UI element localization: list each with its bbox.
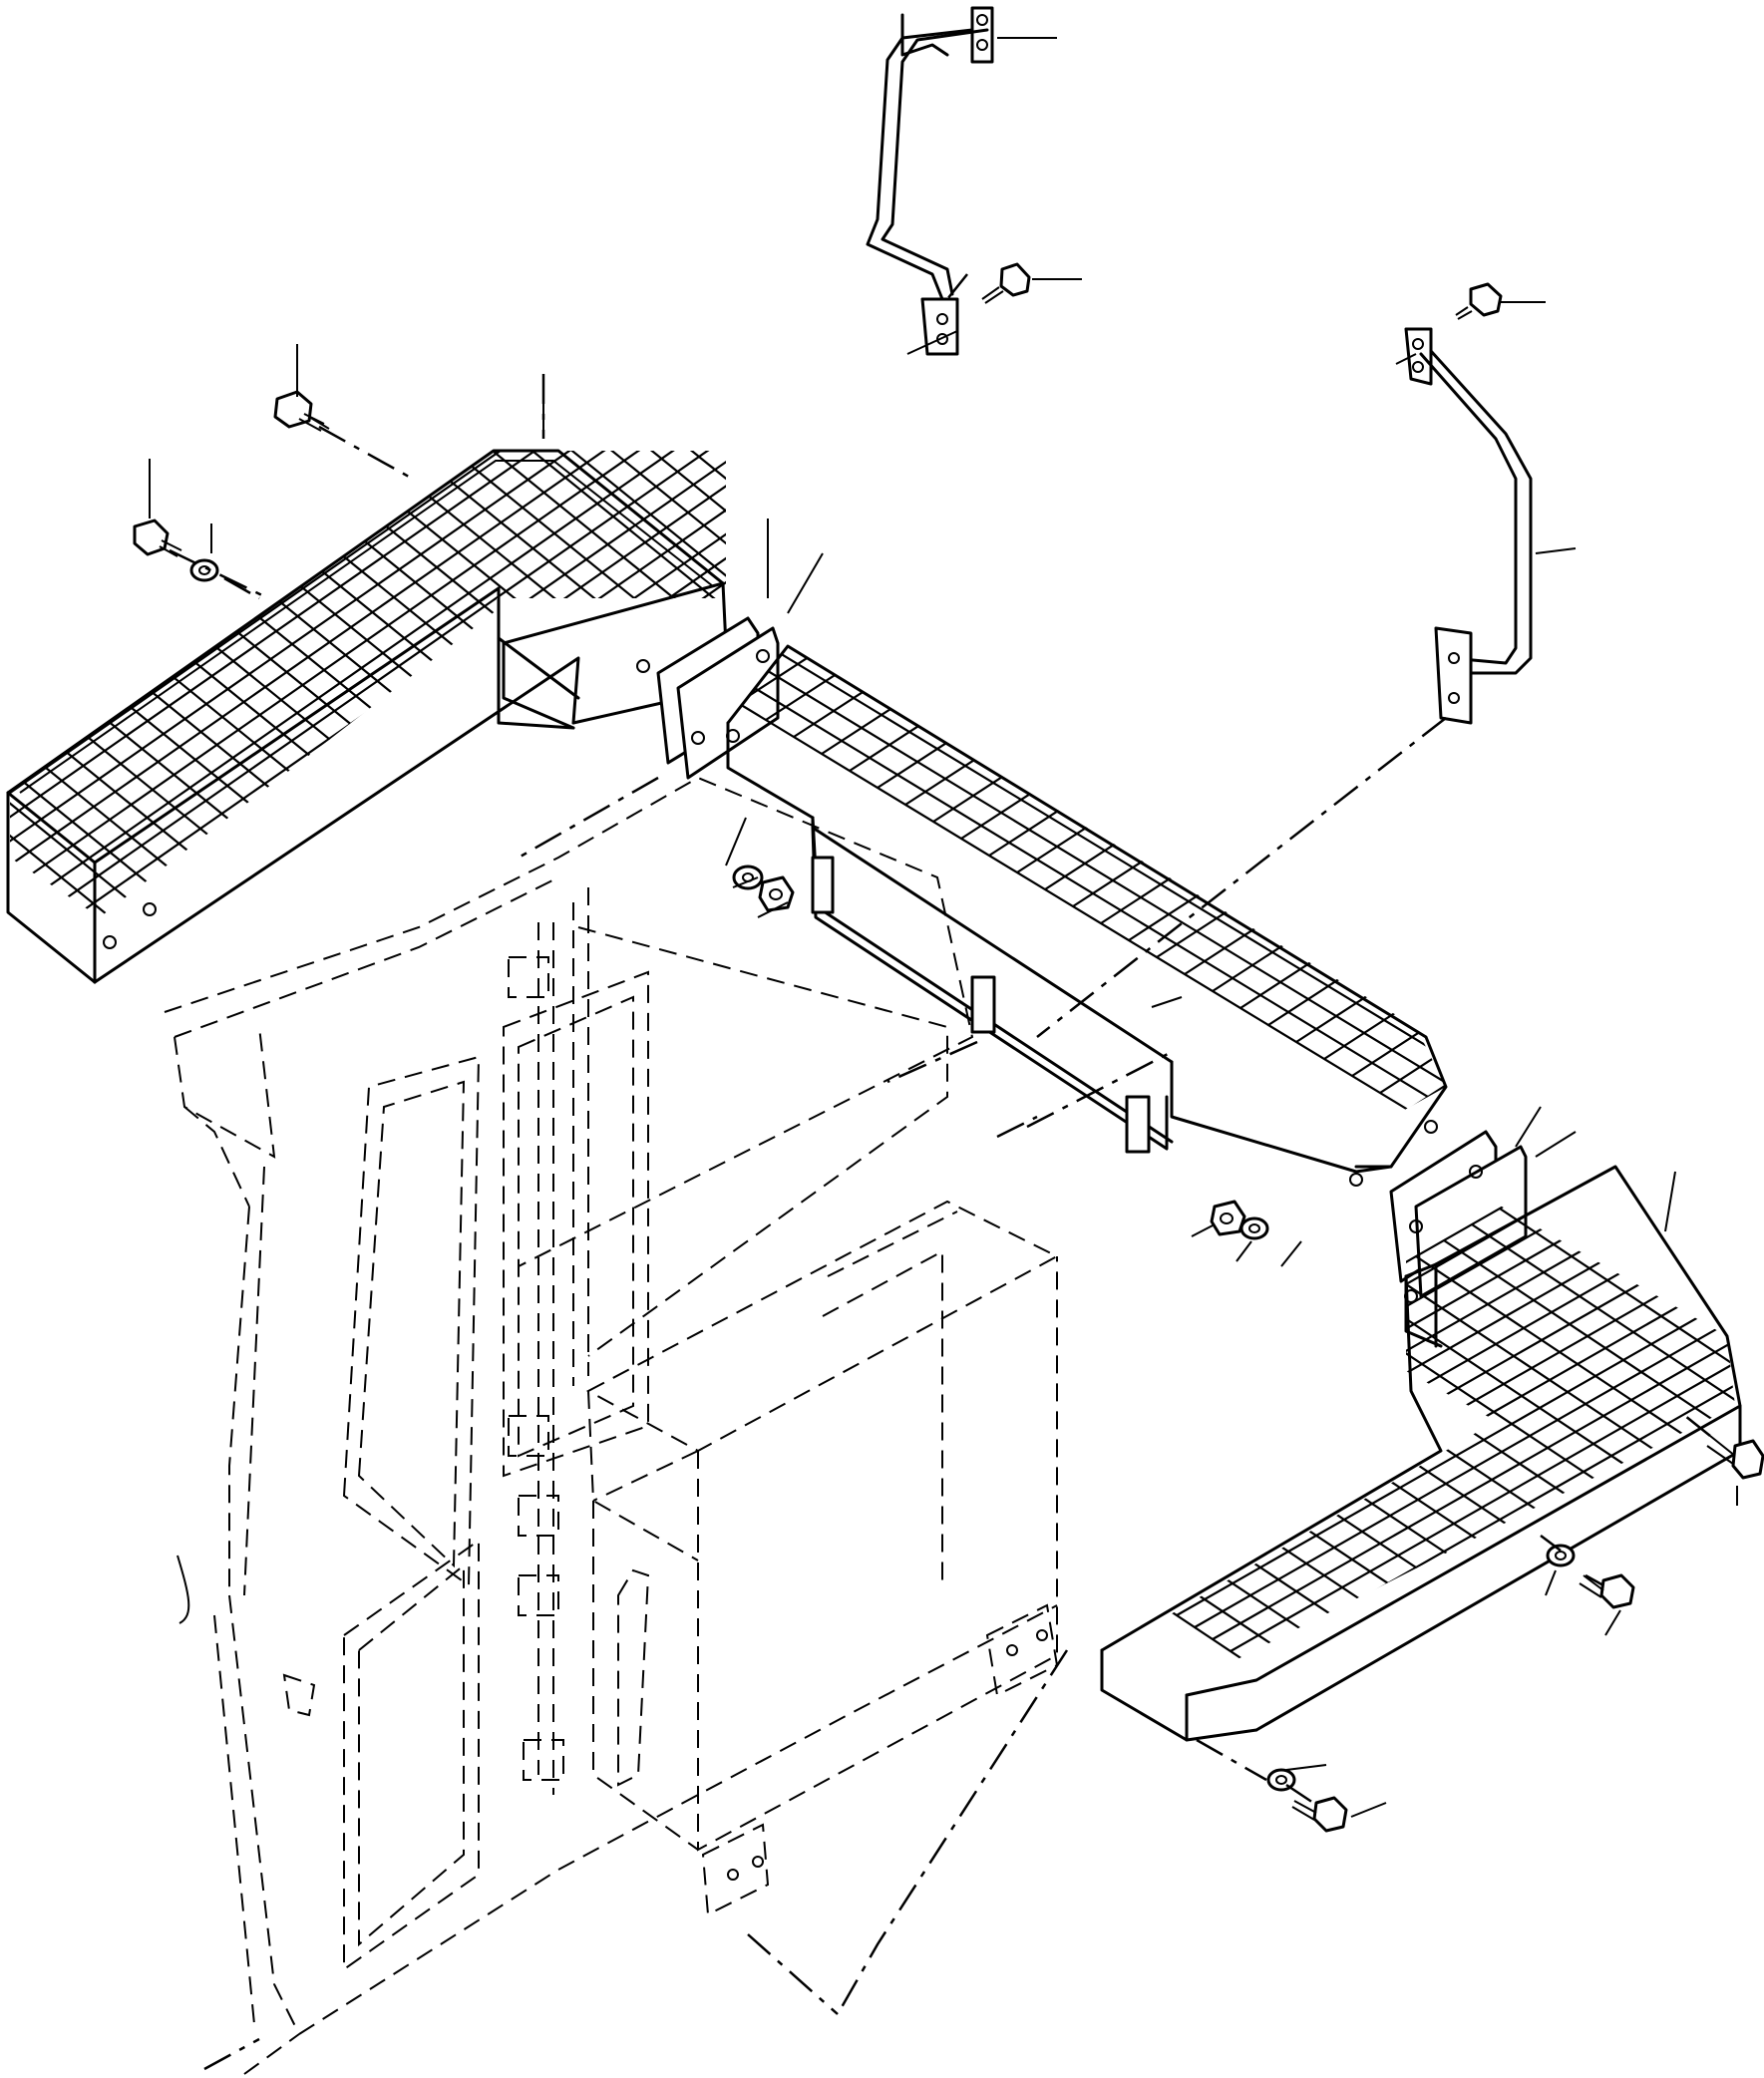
bolt-icon <box>981 262 1031 304</box>
fasteners <box>133 262 1764 1833</box>
operator-cab-outline <box>164 776 1058 2075</box>
bolt-icon <box>133 519 182 557</box>
bolt-icon <box>1455 282 1503 320</box>
washer-icon <box>1546 1544 1576 1567</box>
washer-icon <box>1239 1216 1269 1240</box>
washer-icon <box>189 558 219 582</box>
bolt-icon <box>1579 1573 1635 1609</box>
handrail-right <box>1404 327 1533 725</box>
middle-step-grid <box>728 646 1446 1137</box>
bolt-icon <box>273 390 330 432</box>
right-step-grating <box>1100 1165 1742 1742</box>
washer-icon <box>732 865 764 890</box>
splice-plates-left <box>656 616 780 780</box>
right-step-grid <box>1102 1169 1735 1685</box>
bolt-icon <box>1706 1435 1764 1480</box>
handrail-upper <box>866 6 994 356</box>
tool-box-outline <box>585 1200 1060 1916</box>
middle-step-grating <box>726 644 1448 1187</box>
nut-icon <box>1210 1200 1246 1236</box>
callout-leaders <box>149 37 1738 1818</box>
assembly-lines <box>169 273 1711 2015</box>
nut-icon <box>758 875 795 912</box>
bolt-icon <box>1291 1796 1348 1833</box>
